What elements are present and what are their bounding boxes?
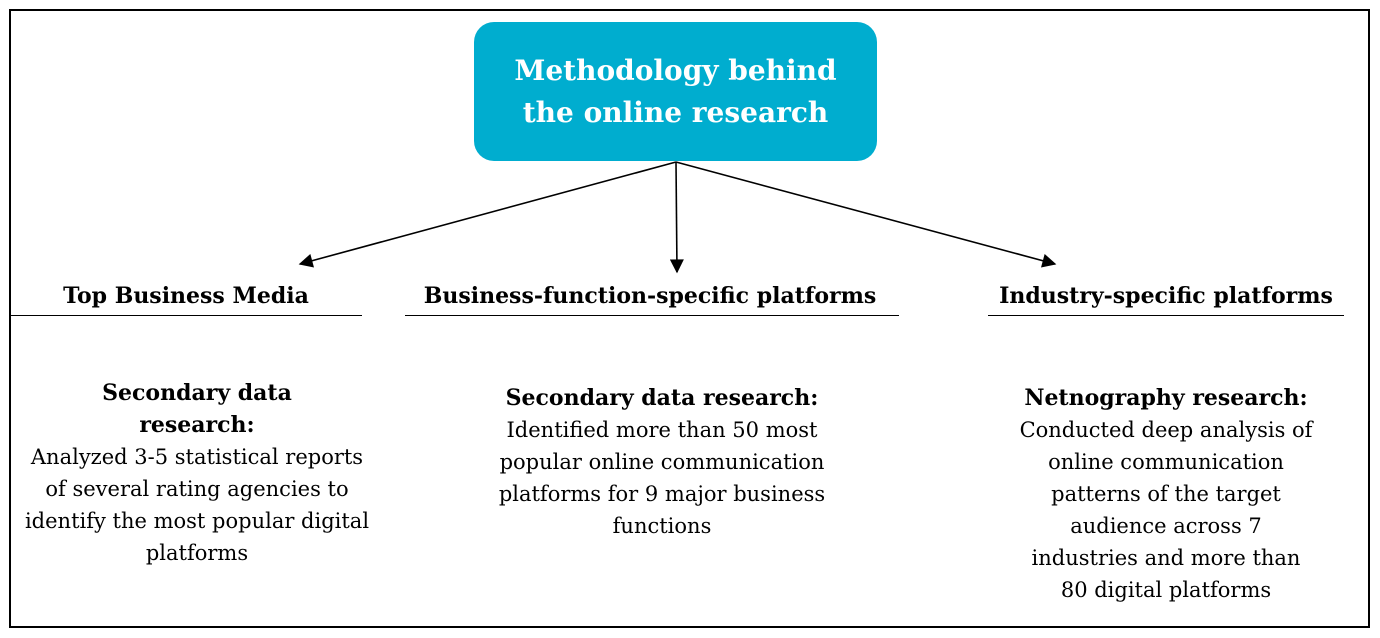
root-node: Methodology behind the online research [474,22,877,161]
branch-heading-industry-platforms: Industry-specific platforms [999,283,1333,309]
method-body-1: Analyzed 3-5 statistical reports of seve… [24,445,370,565]
method-title-3: Netnography research: [1024,385,1308,411]
branch-description-2: Secondary data research: Identified more… [466,382,858,542]
method-title-2: Secondary data research: [505,385,819,411]
branch-description-3: Netnography research: Conducted deep ana… [991,382,1341,606]
method-title-1: Secondary data research: [102,380,292,438]
arrow-to-business-function-platforms [669,161,684,274]
branch-heading-business-function-platforms: Business-function-specific platforms [423,283,877,309]
root-title: Methodology behind the online research [514,53,837,129]
branch-rule-3 [988,315,1344,316]
method-body-3: Conducted deep analysis of online commun… [1019,418,1313,602]
method-body-2: Identified more than 50 most popular onl… [498,418,826,538]
branch-rule-1 [10,315,362,316]
branch-rule-2 [405,315,899,316]
branch-description-1: Secondary data research: Analyzed 3-5 st… [22,377,372,569]
arrow-to-industry-platforms [675,161,1057,268]
diagram-frame [9,9,1370,628]
branch-heading-top-business-media: Top Business Media [63,283,309,309]
arrow-to-top-business-media [298,161,677,268]
